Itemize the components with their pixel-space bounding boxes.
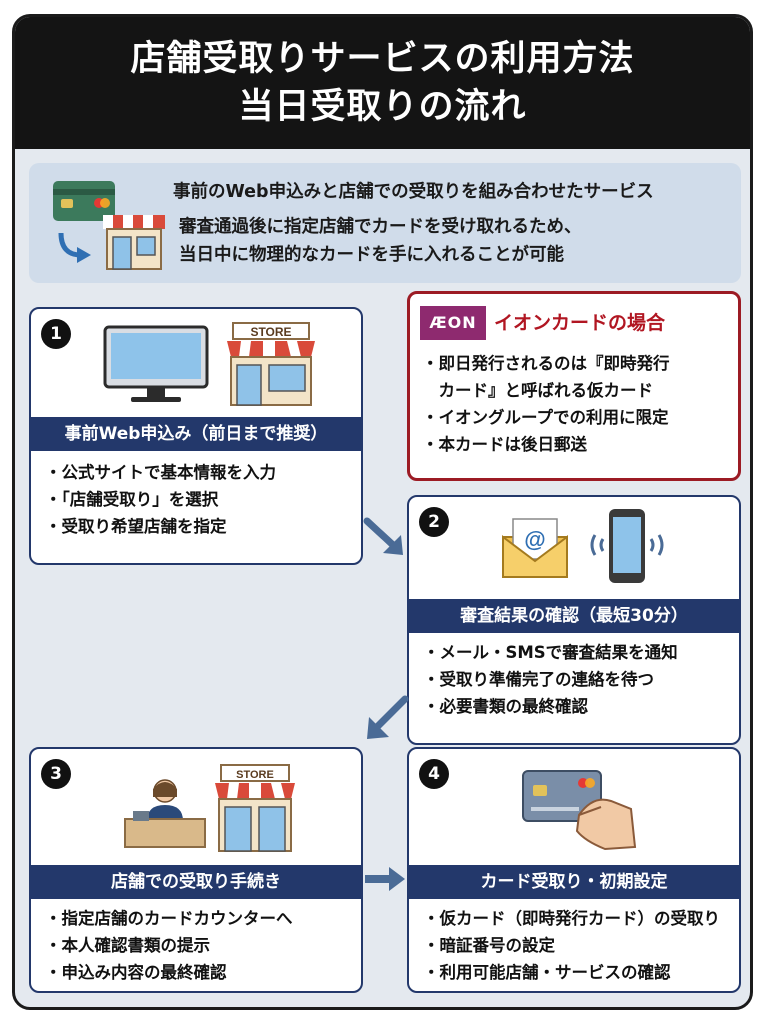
infographic-frame: 店舗受取りサービスの利用方法 当日受取りの流れ 事前のWeb申込みと店舗での受取… — [12, 14, 753, 1010]
list-item: ・申込み内容の最終確認 — [45, 963, 227, 982]
store-icon: STORE — [227, 322, 315, 406]
intro-headline: 事前のWeb申込みと店舗での受取りを組み合わせたサービス — [173, 182, 654, 202]
title-bar: 店舗受取りサービスの利用方法 当日受取りの流れ — [15, 17, 750, 149]
arrow-step2-to-step3-icon — [367, 695, 409, 739]
list-item: ・本人確認書類の提示 — [45, 936, 210, 955]
list-item: ・メール・SMSで審査結果を通知 — [423, 643, 678, 662]
step-3-list: ・指定店舗のカードカウンターへ ・本人確認書類の提示 ・申込み内容の最終確認 — [45, 905, 293, 986]
list-item: ・受取り希望店舗を指定 — [45, 517, 227, 536]
list-item: ・指定店舗のカードカウンターへ — [45, 909, 293, 928]
list-item: ・即日発行されるのは『即時発行 — [422, 354, 670, 373]
list-item: ・受取り準備完了の連絡を待つ — [423, 670, 654, 689]
aeon-logo: ÆON — [420, 306, 486, 340]
page-subtitle: 当日受取りの流れ — [238, 87, 527, 127]
store-icon: STORE — [215, 764, 295, 852]
step-3-card: 3 STORE 店舗での受取り手続き ・指定店舗のカードカウンターへ ・本人確認… — [29, 747, 363, 993]
svg-text:@: @ — [524, 527, 545, 552]
intro-detail-1: 審査通過後に指定店舗でカードを受け取れるため、 — [179, 217, 582, 237]
arrow-step1-to-step2-icon — [363, 517, 403, 555]
store-sign-text: STORE — [236, 769, 274, 781]
step-4-card: 4 カード受取り・初期設定 ・仮カード（即時発行カード）の受取り ・暗証番号の設… — [407, 747, 741, 993]
store-sign-text: STORE — [250, 325, 291, 339]
list-item: ・仮カード（即時発行カード）の受取り — [423, 909, 720, 928]
step-3-heading: 店舗での受取り手続き — [31, 865, 361, 899]
intro-panel: 事前のWeb申込みと店舗での受取りを組み合わせたサービス 審査通過後に指定店舗で… — [29, 163, 741, 283]
arrow-step3-to-step4-icon — [365, 867, 405, 891]
aeon-list: ・即日発行されるのは『即時発行 カード』と呼ばれる仮カード ・イオングループでの… — [422, 350, 670, 458]
list-item: ・本カードは後日郵送 — [422, 435, 587, 454]
email-envelope-icon: @ — [502, 518, 568, 578]
list-item: ・暗証番号の設定 — [423, 936, 555, 955]
list-item: カード』と呼ばれる仮カード — [422, 381, 654, 400]
step-4-heading: カード受取り・初期設定 — [409, 865, 739, 899]
step-4-list: ・仮カード（即時発行カード）の受取り ・暗証番号の設定 ・利用可能店舗・サービス… — [423, 905, 720, 986]
computer-monitor-icon — [103, 325, 209, 402]
page-title: 店舗受取りサービスの利用方法 — [130, 39, 635, 79]
aeon-title: イオンカードの場合 — [494, 312, 666, 334]
step-1-card: 1 STORE 事前Web申込み（前日まで推奨） ・公式サイトで基本情報を入力 … — [29, 307, 363, 565]
intro-detail-2: 当日中に物理的なカードを手に入れることが可能 — [179, 245, 564, 265]
step-2-heading: 審査結果の確認（最短30分） — [409, 599, 739, 633]
step-1-number: 1 — [41, 319, 71, 349]
list-item: ・公式サイトで基本情報を入力 — [45, 463, 276, 482]
aeon-card-note: ÆON イオンカードの場合 ・即日発行されるのは『即時発行 カード』と呼ばれる仮… — [407, 291, 741, 481]
list-item: ・「店舗受取り」を選択 — [45, 490, 219, 509]
step-1-list: ・公式サイトで基本情報を入力 ・「店舗受取り」を選択 ・受取り希望店舗を指定 — [45, 459, 276, 540]
clerk-counter-icon — [124, 779, 206, 848]
list-item: ・利用可能店舗・サービスの確認 — [423, 963, 671, 982]
step-2-number: 2 — [419, 507, 449, 537]
hand-holding-card-icon — [522, 770, 637, 851]
list-item: ・必要書類の最終確認 — [423, 697, 588, 716]
step-4-number: 4 — [419, 759, 449, 789]
step-2-list: ・メール・SMSで審査結果を通知 ・受取り準備完了の連絡を待つ ・必要書類の最終… — [423, 639, 678, 720]
list-item: ・イオングループでの利用に限定 — [422, 408, 669, 427]
step-3-number: 3 — [41, 759, 71, 789]
step-1-heading: 事前Web申込み（前日まで推奨） — [31, 417, 361, 451]
card-to-store-icon — [53, 181, 165, 270]
step-2-card: 2 @ 審査結果の確認（最短30分） ・メール・SMSで審査結果を通知 ・受取り… — [407, 495, 741, 745]
smartphone-icon — [590, 509, 664, 583]
